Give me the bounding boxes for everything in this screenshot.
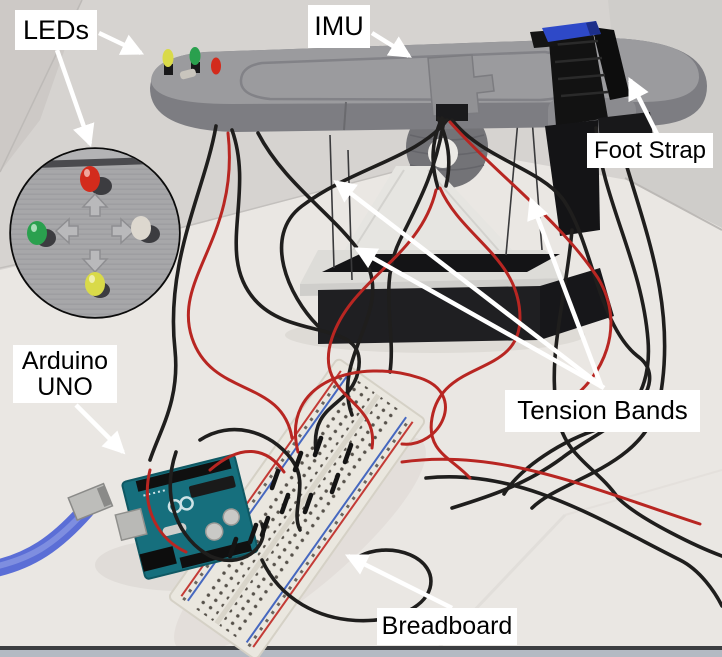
annotation-arrows	[54, 30, 661, 611]
led-closeup-inset	[9, 147, 181, 319]
arrow-leds-to-board	[98, 30, 145, 56]
label-arduino-line2: UNO	[37, 373, 93, 401]
arrow-breadboard	[344, 553, 454, 611]
arrow-foot-strap	[627, 76, 661, 138]
label-breadboard: Breadboard	[377, 608, 517, 645]
arrow-arduino	[74, 403, 126, 455]
dpad-arrows	[54, 192, 136, 274]
arrow-tension-2	[354, 247, 606, 390]
usb-port	[114, 507, 148, 542]
yellow-led	[85, 272, 105, 296]
green-led	[27, 221, 47, 245]
power-jack	[139, 546, 177, 572]
red-led	[80, 166, 100, 192]
jumper-pins	[227, 435, 354, 559]
label-arduino-uno: Arduino UNO	[13, 345, 117, 403]
strap-clip	[542, 21, 601, 42]
balance-board	[150, 21, 707, 236]
board-leds	[162, 47, 221, 80]
label-tension-bands: Tension Bands	[505, 390, 700, 432]
arrow-leds-to-inset	[54, 49, 95, 148]
wires	[145, 116, 722, 623]
white-led	[131, 216, 151, 240]
arrow-tension-1	[333, 179, 606, 390]
arduino-logo	[167, 496, 194, 514]
label-foot-strap: Foot Strap	[587, 133, 713, 168]
label-leds: LEDs	[15, 10, 97, 50]
microcontroller-chip	[188, 475, 236, 498]
header-pins	[135, 457, 232, 492]
label-arduino-line1: Arduino	[21, 346, 109, 375]
imu-module	[427, 54, 495, 121]
foot-strap	[530, 21, 656, 236]
arrow-tension-3	[527, 196, 605, 389]
arrow-imu	[370, 31, 412, 58]
label-imu: IMU	[308, 5, 370, 48]
strap-lever	[545, 120, 600, 236]
